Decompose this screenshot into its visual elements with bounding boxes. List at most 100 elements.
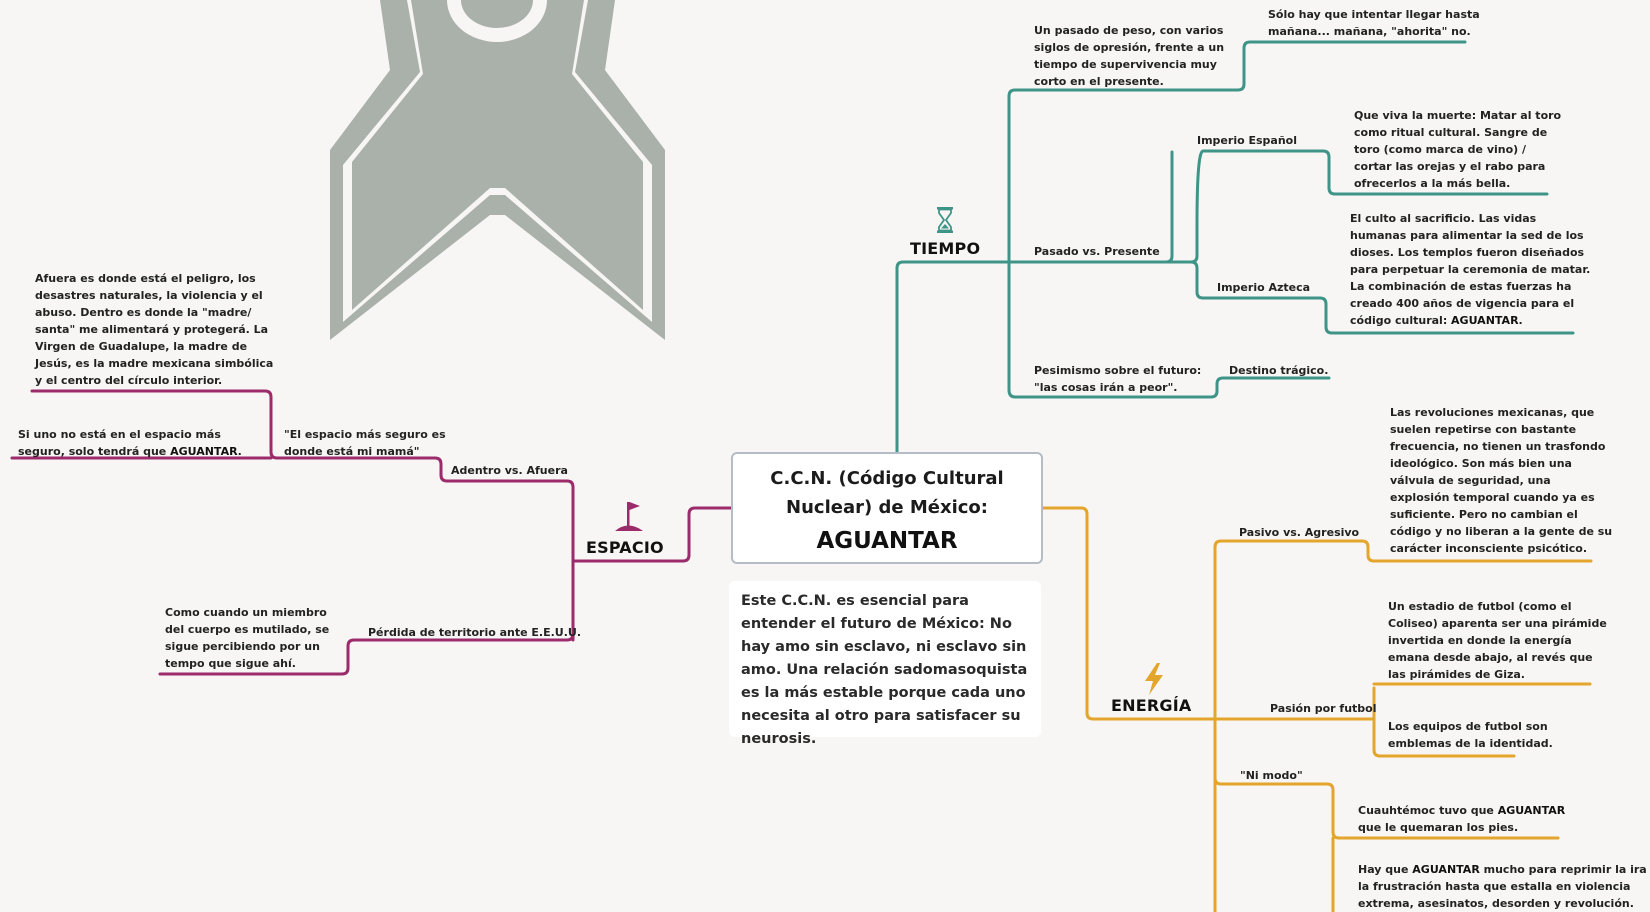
text-line: donde está mi mamá" (284, 445, 420, 458)
text-line: Las revoluciones mexicanas, que (1390, 406, 1595, 419)
text-line: El culto al sacrificio. Las vidas (1350, 212, 1537, 225)
text-line: código y no liberan a la gente de su (1390, 525, 1613, 538)
text-line: desastres naturales, la violencia y el (35, 289, 263, 302)
text-line: creado 400 años de vigencia para el (1350, 297, 1575, 310)
text-line: santa" me alimentará y protegerá. La (35, 323, 269, 336)
text-line: abuso. Dentro es donde la "madre/ (35, 306, 252, 319)
text-line: Sólo hay que intentar llegar hasta (1268, 8, 1480, 21)
text-line: válvula de seguridad, una (1390, 474, 1551, 487)
lightning-icon (1145, 663, 1163, 695)
text-line: Cuauhtémoc tuvo que AGUANTAR (1358, 802, 1565, 819)
central-title-main: AGUANTAR (816, 528, 958, 554)
central-topic[interactable]: C.C.N. (Código Cultural Nuclear) de Méxi… (731, 452, 1043, 564)
tiempo-llegar-manana[interactable]: Sólo hay que intentar llegar hasta mañan… (1268, 6, 1480, 40)
energia-pasion[interactable]: Pasión por futbol (1270, 702, 1377, 715)
topic-tiempo[interactable]: TIEMPO (910, 239, 981, 258)
text-span: código cultural: (1350, 314, 1452, 327)
text-line: tempo que sigue ahí. (165, 657, 296, 670)
text-line: Un estadio de futbol (como el (1388, 600, 1572, 613)
text-line: corto en el presente. (1034, 75, 1164, 88)
text-line: que le quemaran los pies. (1358, 821, 1519, 834)
espacio-adentro-afuera[interactable]: Adentro vs. Afuera (451, 464, 568, 477)
tiempo-destino[interactable]: Destino trágico. (1229, 364, 1329, 377)
text-line: tiempo de supervivencia muy (1034, 58, 1217, 71)
tiempo-muerte[interactable]: Que viva la muerte: Matar al toro como r… (1354, 107, 1561, 192)
text-line: sigue percibiendo por un (165, 640, 320, 653)
text-line: Un pasado de peso, con varios (1034, 24, 1224, 37)
tiempo-pasado-presente[interactable]: Pasado vs. Presente (1034, 245, 1160, 258)
emphasis-aguantar: AGUANTAR (170, 445, 238, 458)
text-line: seguro, solo tendrá que AGUANTAR. (18, 443, 242, 460)
text-line: Que viva la muerte: Matar al toro (1354, 109, 1562, 122)
text-span: . (237, 445, 242, 458)
text-line: "El espacio más seguro es (284, 428, 446, 441)
energia-estadio[interactable]: Un estadio de futbol (como el Coliseo) a… (1388, 598, 1607, 683)
text-line: la frustración hasta que estalla en viol… (1358, 880, 1631, 893)
tiempo-branches (895, 40, 1575, 454)
espacio-seguro[interactable]: Si uno no está en el espacio más seguro,… (18, 426, 242, 460)
espacio-mama[interactable]: "El espacio más seguro es donde está mi … (284, 426, 446, 460)
text-line: suficiente. Pero no cambian el (1390, 508, 1578, 521)
text-line: explosión temporal cuando ya es (1390, 491, 1595, 504)
energia-revoluciones[interactable]: Las revoluciones mexicanas, que suelen r… (1390, 404, 1612, 557)
energia-ni-modo[interactable]: "Ni modo" (1240, 769, 1303, 782)
text-line: suelen repetirse con bastante (1390, 423, 1577, 436)
text-line: extrema, asesinatos, desorden y revoluci… (1358, 897, 1634, 910)
text-line: como ritual cultural. Sangre de (1354, 126, 1548, 139)
hourglass-icon (937, 207, 953, 233)
energia-reprimir[interactable]: Hay que AGUANTAR mucho para reprimir la … (1358, 861, 1650, 912)
tiempo-sacrificio[interactable]: El culto al sacrificio. Las vidas humana… (1350, 210, 1590, 329)
text-line: las pirámides de Giza. (1388, 668, 1525, 681)
emphasis-aguantar: AGUANTAR (1412, 863, 1480, 876)
text-line: ideológico. Son más bien una (1390, 457, 1572, 470)
text-line: Virgen de Guadalupe, la madre de (35, 340, 248, 353)
text-line: "las cosas irán a peor". (1034, 381, 1178, 394)
text-line: siglos de opresión, frente a un (1034, 41, 1225, 54)
espacio-perdida[interactable]: Pérdida de territorio ante E.E.U.U. (368, 626, 582, 639)
text-line: Afuera es donde está el peligro, los (35, 272, 256, 285)
text-line: Pesimismo sobre el futuro: (1034, 364, 1202, 377)
energia-equipos[interactable]: Los equipos de futbol son emblemas de la… (1388, 718, 1553, 752)
energia-cuauhtemoc[interactable]: Cuauhtémoc tuvo que AGUANTAR que le quem… (1358, 802, 1565, 836)
text-line: Jesús, es la madre mexicana simbólica (35, 357, 274, 370)
text-line: toro (como marca de vino) / (1354, 143, 1527, 156)
text-line: del cuerpo es mutilado, se (165, 623, 330, 636)
text-line: carácter inconsciente psicótico. (1390, 542, 1588, 555)
flag-icon (615, 502, 643, 531)
text-line: Como cuando un miembro (165, 606, 327, 619)
text-line: mañana... mañana, "ahorita" no. (1268, 25, 1471, 38)
text-line: invertida en donde la energía (1388, 634, 1572, 647)
emphasis-aguantar: AGUANTAR (1451, 314, 1519, 327)
espacio-afuera[interactable]: Afuera es donde está el peligro, los des… (35, 270, 273, 389)
tiempo-imperio-azteca[interactable]: Imperio Azteca (1217, 281, 1311, 294)
text-line: emana desde abajo, al revés que (1388, 651, 1593, 664)
text-line: Si uno no está en el espacio más (18, 428, 221, 441)
central-note: Este C.C.N. es esencial para entender el… (729, 581, 1041, 747)
energia-branches (1041, 506, 1593, 912)
text-line: ofrecerlos a la más bella. (1354, 177, 1511, 190)
text-line: emblemas de la identidad. (1388, 737, 1553, 750)
espacio-mutilado[interactable]: Como cuando un miembro del cuerpo es mut… (165, 604, 329, 672)
topic-energia[interactable]: ENERGÍA (1111, 696, 1192, 715)
text-span: mucho para reprimir la ira y (1479, 863, 1650, 876)
energia-pasivo[interactable]: Pasivo vs. Agresivo (1239, 526, 1360, 539)
tiempo-pesimismo[interactable]: Pesimismo sobre el futuro: "las cosas ir… (1034, 362, 1201, 396)
text-line: Los equipos de futbol son (1388, 720, 1548, 733)
tiempo-imperio-espanol[interactable]: Imperio Español (1197, 134, 1297, 147)
text-line: cortar las orejas y el rabo para (1354, 160, 1546, 173)
text-span: Cuauhtémoc tuvo que (1358, 804, 1498, 817)
text-line: para perpetuar la ceremonia de matar. (1350, 263, 1591, 276)
topic-espacio[interactable]: ESPACIO (586, 538, 664, 557)
text-line: código cultural: AGUANTAR. (1350, 312, 1590, 329)
text-line: y el centro del círculo interior. (35, 374, 223, 387)
central-title-line2: Nuclear) de México: (786, 497, 988, 518)
text-line: La combinación de estas fuerzas ha (1350, 280, 1572, 293)
person-figure-icon (330, 0, 665, 340)
text-line: dioses. Los templos fueron diseñados (1350, 246, 1585, 259)
text-line: humanas para alimentar la sed de los (1350, 229, 1584, 242)
text-span: seguro, solo tendrá que (18, 445, 171, 458)
tiempo-pasado-peso[interactable]: Un pasado de peso, con varios siglos de … (1034, 22, 1224, 90)
text-line: Hay que AGUANTAR mucho para reprimir la … (1358, 861, 1650, 878)
text-line: Coliseo) aparenta ser una pirámide (1388, 617, 1607, 630)
